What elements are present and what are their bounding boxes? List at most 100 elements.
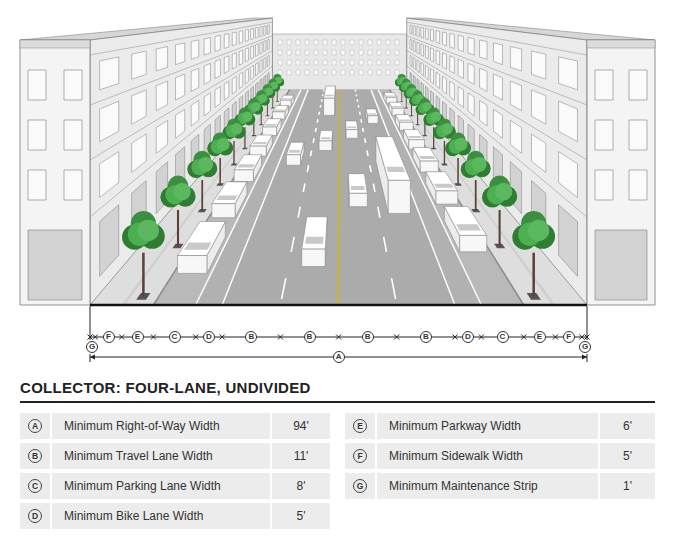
storefront: [559, 205, 578, 277]
dimension-tick: [452, 335, 457, 340]
windshield: [368, 113, 376, 114]
window: [480, 68, 487, 91]
dimension-tick: [479, 335, 484, 340]
dimension-tick: [93, 335, 98, 340]
vehicle-front: [273, 112, 285, 119]
window: [493, 109, 502, 138]
window: [204, 63, 210, 84]
windshield: [321, 137, 331, 139]
tree-crown: [251, 102, 260, 111]
vehicle-front: [263, 127, 277, 136]
building-cornice: [587, 40, 655, 48]
table-cell: A: [20, 413, 50, 439]
window: [256, 44, 258, 57]
distant-window: [368, 70, 372, 75]
vehicle-top: [413, 148, 438, 162]
distant-window: [359, 40, 363, 45]
distant-window: [314, 50, 318, 55]
dimension-tick: [452, 335, 457, 340]
dimension-callout: F: [103, 331, 115, 343]
lane-dash: [359, 112, 361, 115]
distant-window: [323, 70, 327, 75]
table-cell: G: [345, 473, 375, 499]
cornice-line: [90, 51, 272, 160]
window: [245, 48, 248, 62]
window: [436, 50, 439, 65]
distant-window: [386, 70, 390, 75]
callout-letter: A: [28, 419, 42, 433]
dimension-tick: [193, 335, 198, 340]
windshield: [456, 224, 481, 230]
car: [348, 174, 367, 207]
dimension-description: Minimum Parking Lane Width: [64, 479, 221, 493]
table-cell: Minimum Parking Lane Width: [52, 473, 270, 499]
windshield: [386, 167, 405, 172]
table-cell: Minimum Bike Lane Width: [52, 503, 270, 529]
window: [410, 25, 412, 34]
tree-crown: [259, 94, 268, 103]
window: [64, 120, 82, 150]
windshield: [238, 164, 255, 167]
vehicle-front: [212, 204, 235, 218]
center-line: [339, 90, 340, 305]
distant-window: [323, 40, 327, 45]
storefront: [595, 230, 647, 300]
lane-dash: [378, 207, 380, 218]
window: [468, 63, 474, 84]
lane-dash: [315, 128, 317, 132]
dimension-callout: E: [132, 331, 144, 343]
distant-window: [278, 50, 282, 55]
dimension-tick: [220, 335, 225, 340]
lane-dash: [318, 112, 320, 115]
window: [480, 100, 487, 126]
window: [264, 57, 266, 69]
window: [480, 40, 487, 59]
lane-dash: [392, 278, 396, 299]
lane-dash: [322, 94, 324, 96]
tree-trunk: [457, 158, 459, 185]
window: [260, 27, 262, 37]
car: [403, 130, 424, 150]
dimension-tick: [553, 335, 558, 340]
table-cell: Minimum Maintenance Strip: [377, 473, 598, 499]
lane-dash: [323, 90, 325, 92]
lane-dash: [373, 184, 375, 193]
lane-dash: [362, 128, 364, 132]
tree-crown: [217, 138, 230, 151]
vehicle-top: [302, 217, 327, 249]
tree-crown: [441, 123, 453, 135]
window: [430, 69, 433, 84]
dimension-callout: G: [86, 341, 98, 353]
window: [204, 93, 210, 116]
distant-window: [332, 40, 336, 45]
distant-window: [386, 60, 390, 65]
window: [156, 120, 167, 153]
dimension-arrow: [582, 355, 587, 360]
car: [389, 102, 404, 115]
window: [493, 74, 502, 100]
window: [450, 81, 455, 100]
distant-window: [386, 40, 390, 45]
distant-window: [341, 70, 345, 75]
window: [100, 152, 119, 198]
distant-window: [314, 70, 318, 75]
dimension-tick: [585, 335, 590, 340]
distant-window: [323, 60, 327, 65]
tree-crown: [495, 183, 513, 201]
window: [191, 40, 199, 59]
tree-trunk: [532, 253, 535, 297]
storefront: [100, 205, 119, 277]
vehicle-top: [348, 174, 367, 194]
window: [421, 44, 423, 57]
vehicle-front: [420, 161, 438, 172]
extension-line: [90, 306, 91, 340]
dimension-description: Minimum Travel Lane Width: [64, 449, 213, 463]
tree-crown: [472, 157, 487, 172]
building-section-face: [20, 40, 90, 305]
window: [417, 42, 419, 54]
car: [319, 131, 332, 151]
cornice-line: [90, 66, 272, 217]
car: [234, 155, 261, 182]
distant-buildings: [273, 34, 407, 90]
window: [595, 170, 613, 200]
